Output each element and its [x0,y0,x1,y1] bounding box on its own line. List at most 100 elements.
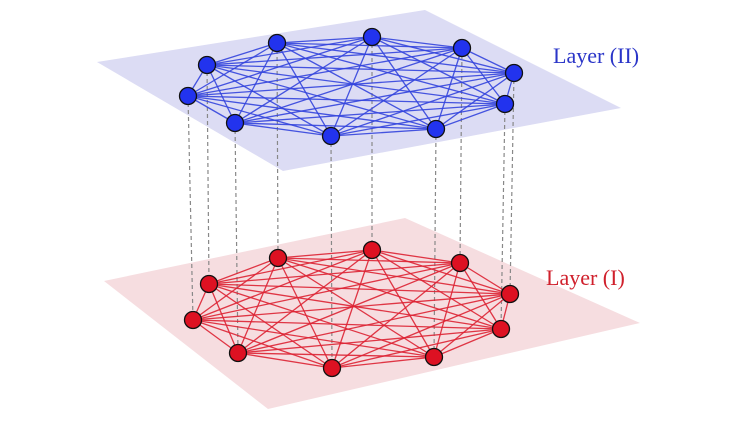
layer-2-node [267,33,287,53]
layer-1-edge [192,319,502,330]
layer-1-edge [192,293,511,321]
layer-2-label: Layer (II) [553,43,640,68]
layer-2-nodes [178,27,524,146]
layer-1-edge [277,257,435,358]
layer-2-edge [206,42,278,66]
layer-1-edge [192,249,373,321]
layer-2-edge [276,42,437,130]
layer-2-edge [187,42,278,97]
layer-2-edge [330,36,373,137]
layer-1-edge [192,257,279,321]
layer-2-edge [234,47,463,124]
layer-1-edge [277,257,511,295]
layer-2-edge [371,36,437,130]
layer-2-edge [330,47,463,137]
layer-1-edge [433,293,511,358]
interlayer-link [330,135,333,369]
layer-1-edge [208,257,279,285]
layer-2-edge [371,36,463,49]
layer-1-node [322,358,342,378]
layer-2-edge [234,36,373,124]
layer-2-edge [330,103,506,137]
layer-1-edge [433,328,502,358]
layer-1-node [228,343,248,363]
layer-1-edge [208,283,239,354]
layer-2-edge [206,36,373,66]
layer-2-edge [330,128,437,137]
layer-2-edge [187,72,515,97]
layer-1-edge [331,249,373,369]
layer-1-edge [237,249,373,354]
layer-2-edge [371,36,515,74]
layer-2-edge [330,72,515,137]
layer-2-node [197,55,217,75]
layer-2-edge [206,64,515,74]
layer-2-node [362,27,382,47]
layer-1-node [424,347,444,367]
interlayer-link [509,72,515,295]
layer-1-edge [277,257,333,369]
layer-1-edge [277,257,502,330]
layer-1-edge [237,262,461,354]
layer-2-edge [187,95,437,130]
layer-1-edge [371,249,511,295]
layer-2-edge [371,36,506,105]
layer-1-edge [208,262,461,285]
layer-1-edge [277,249,373,259]
layer-2-node [321,126,341,146]
layer-2-node [452,38,472,58]
layer-1-node [199,274,219,294]
layer-1-edge [208,283,511,295]
layer-1-node [500,284,520,304]
layer-2-edge [234,42,278,124]
layer-2-edge [276,42,332,137]
layer-2-edge [187,36,373,97]
interlayer-link [459,47,463,264]
layer-1-edge [459,262,511,295]
layer-1-edge [192,262,461,321]
layer-2-edge [206,64,332,137]
interlayer-link [500,103,506,330]
layer-2-edge [435,103,506,130]
layer-1-edge [331,356,435,369]
layer-2-edge [461,47,506,105]
interlayer-link [234,122,239,354]
layer-2-node [178,86,198,106]
layer-1-label: Layer (I) [546,265,625,290]
layer-2-edge [187,47,463,97]
layer-1-node [491,319,511,339]
layer-2-node [495,94,515,114]
layer-1-edge [192,319,239,354]
layer-1-nodes [183,240,520,378]
layer-1-edge [192,319,333,369]
layer-2-edge [234,122,437,130]
layer-2-edges [187,36,515,137]
layer-2-edge [187,95,506,105]
layer-2-edge [276,42,515,74]
layer-1-node [362,240,382,260]
layer-2-edge [276,36,373,44]
layer-1-edge [371,249,435,358]
layer-2-edge [206,47,463,66]
layer-2-edge [435,72,515,130]
layer-2-edge [276,42,506,105]
layer-2-edge [461,47,515,74]
layer-2-edge [234,72,515,124]
layer-1-edge [331,262,461,369]
layer-1-edges [192,249,511,369]
layer-1-node [183,310,203,330]
interlayer-link [276,42,279,259]
layer-1-edge [433,262,461,358]
layer-1-edge [331,328,502,369]
layer-2-node [225,113,245,133]
interlayer-link [187,95,194,321]
layer-1-edge [371,249,461,264]
layer-2-edge [234,122,332,137]
layer-2-edge [206,64,437,130]
layer-2-edge [234,103,506,124]
layer-1-edge [237,293,511,354]
layer-2-edge [187,95,332,137]
layer-1-edge [371,249,502,330]
